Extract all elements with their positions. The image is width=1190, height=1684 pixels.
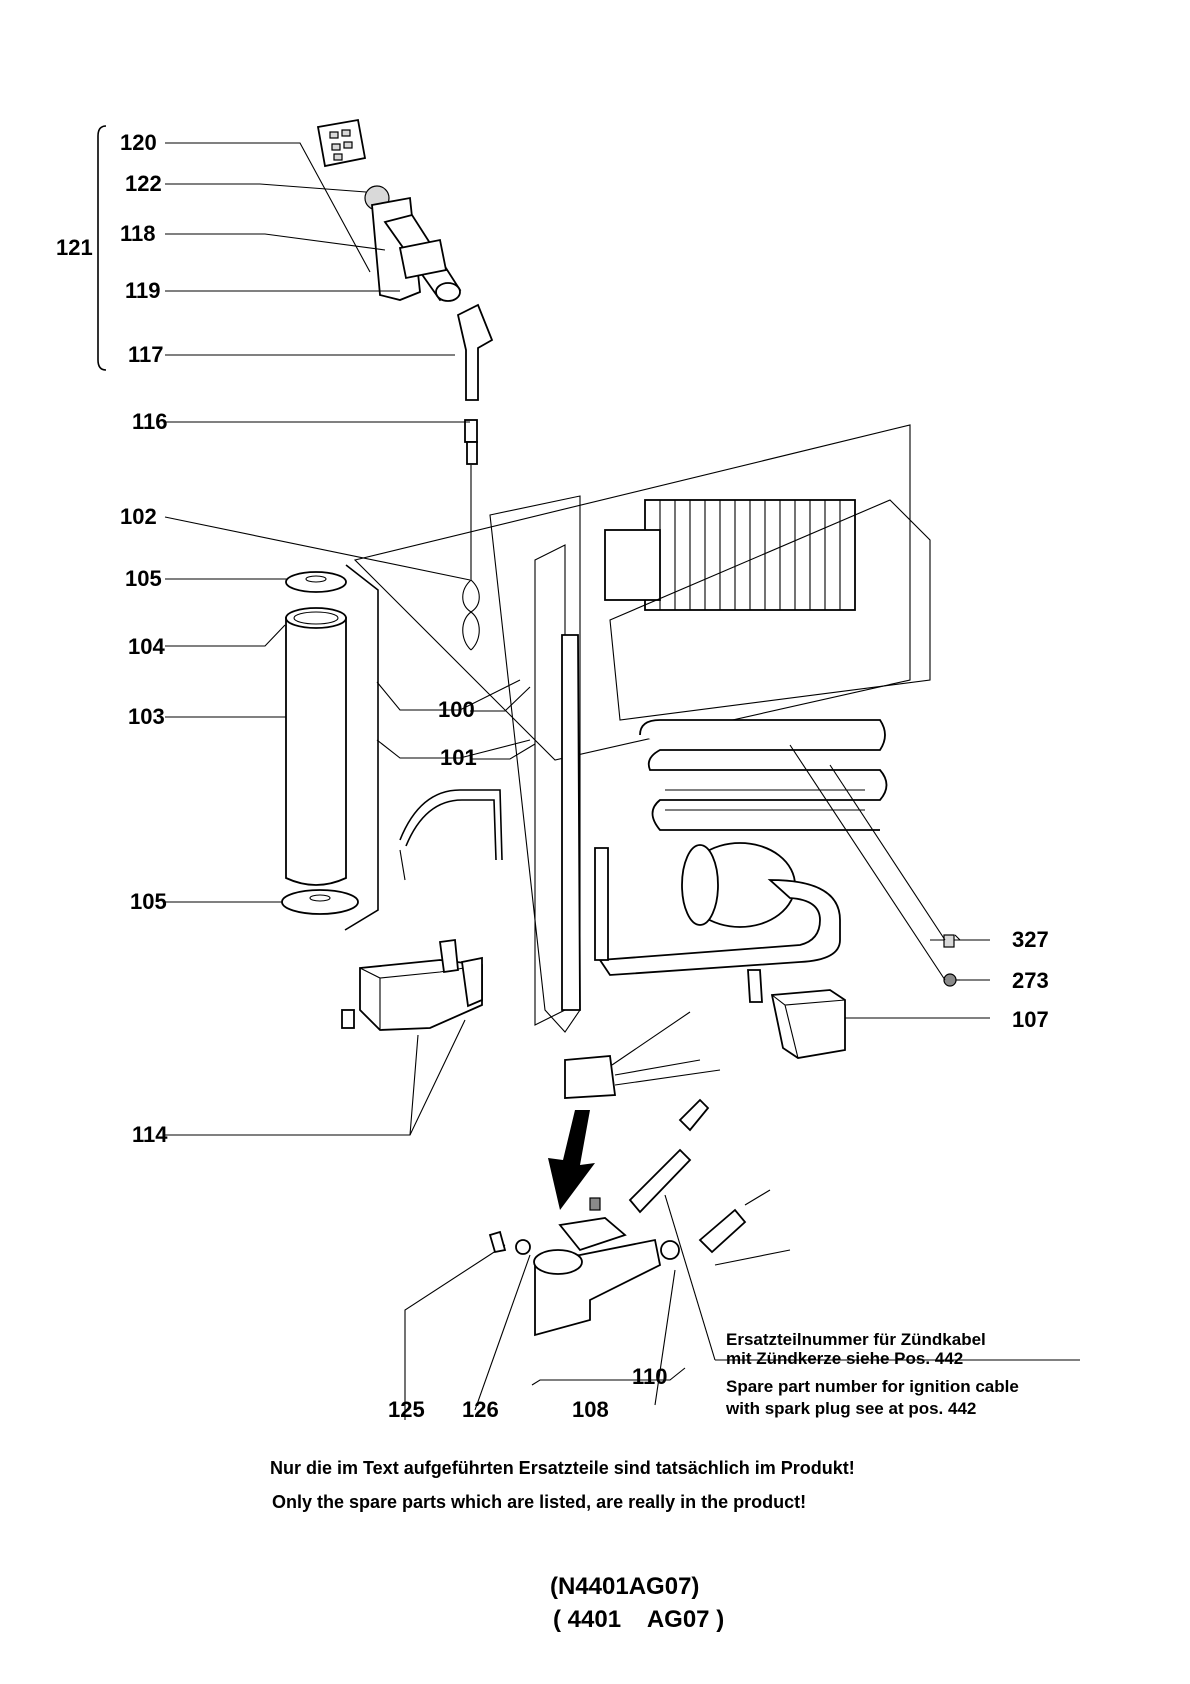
callout-103: 103 <box>128 704 165 729</box>
callout-104: 104 <box>128 634 165 659</box>
callout-118: 118 <box>120 221 156 246</box>
callout-273: 273 <box>1012 968 1049 993</box>
callout-122: 122 <box>125 171 162 196</box>
gasket-bottom-part <box>281 889 359 915</box>
ignition-note: Ersatzteilnummer für Zündkabel mit Zündk… <box>725 1330 1019 1418</box>
callout-116: 116 <box>132 409 168 434</box>
drawing-code: (N4401AG07) ( 4401 AG07 ) <box>550 1573 724 1633</box>
elbow-pipe-part <box>456 303 494 401</box>
screw-part <box>488 1230 507 1254</box>
callout-101: 101 <box>440 745 477 770</box>
callout-327: 327 <box>1012 927 1049 952</box>
coupler-part <box>464 419 478 443</box>
condenser-fins <box>604 499 856 611</box>
bracket-plate-part <box>558 1217 627 1252</box>
callout-125: 125 <box>388 1397 425 1422</box>
callout-107: 107 <box>1012 1007 1049 1032</box>
callout-108: 108 <box>572 1397 609 1422</box>
callout-102: 102 <box>120 504 157 529</box>
burner-tube-part <box>285 617 347 886</box>
reservoir-vessel <box>681 842 796 928</box>
thermo-fitting-part <box>698 1208 747 1254</box>
drawing-code-secondary: ( 4401 AG07 ) <box>553 1606 724 1633</box>
callout-105-bottom: 105 <box>130 889 167 914</box>
nut-part <box>943 973 957 987</box>
flue-assembly-drawing <box>316 118 494 651</box>
callout-117: 117 <box>128 342 164 367</box>
callout-105-top: 105 <box>125 566 162 591</box>
leader-lines <box>164 142 1080 1420</box>
ignition-note-de-line2: mit Zündkerze siehe Pos. 442 <box>726 1349 963 1368</box>
ignition-note-en-line1: Spare part number for ignition cable <box>726 1377 1019 1396</box>
callout-120: 120 <box>120 130 157 155</box>
tube-collar-part <box>285 607 347 629</box>
footer-notes: Nur die im Text aufgeführten Ersatzteile… <box>270 1458 855 1512</box>
ignition-note-en-line2: with spark plug see at pos. 442 <box>725 1399 976 1418</box>
cover-box-part <box>770 989 846 1059</box>
cooling-unit-drawing <box>353 424 957 1059</box>
evaporator-coils <box>639 719 888 831</box>
seal-ring-part <box>660 1240 680 1260</box>
washer-part <box>515 1239 531 1255</box>
callout-121: 121 <box>56 235 93 260</box>
detail-arrow <box>548 1110 595 1210</box>
callout-119: 119 <box>125 278 161 303</box>
footer-note-de: Nur die im Text aufgeführten Ersatzteile… <box>270 1458 855 1478</box>
callout-126: 126 <box>462 1397 499 1422</box>
callout-110: 110 <box>632 1364 668 1389</box>
clip-part <box>943 934 955 948</box>
callout-100: 100 <box>438 697 475 722</box>
burner-tube-drawing <box>281 564 379 931</box>
spark-plug-part <box>628 1148 692 1214</box>
drawing-code-primary: (N4401AG07) <box>550 1573 699 1600</box>
callout-114: 114 <box>132 1122 168 1147</box>
cover-plate-part <box>316 118 367 168</box>
callout-labels: 120 122 121 118 119 117 116 102 105 104 … <box>56 130 1049 1422</box>
callout-connectors <box>470 686 990 981</box>
ignition-detail-drawing <box>488 1011 791 1337</box>
burner-housing-drawing <box>341 938 483 1031</box>
group-bracket-121 <box>97 125 107 371</box>
ignition-note-de-line1: Ersatzteilnummer für Zündkabel <box>726 1330 986 1349</box>
footer-note-en: Only the spare parts which are listed, a… <box>272 1492 806 1512</box>
